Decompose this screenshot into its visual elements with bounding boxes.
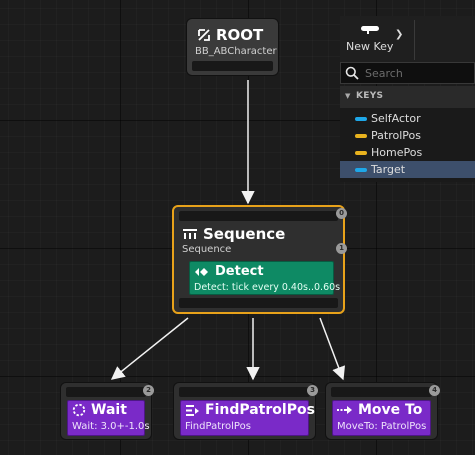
findpatrolpos-order-badge: 3 — [307, 385, 318, 396]
blueprint-task-icon — [186, 404, 199, 416]
key-name: SelfActor — [371, 112, 421, 125]
root-node[interactable]: ROOT BB_ABCharacter — [186, 18, 279, 76]
wire-sequence-wait — [110, 317, 189, 380]
key-row-patrolpos[interactable]: PatrolPos — [340, 127, 475, 144]
key-name: PatrolPos — [371, 129, 421, 142]
wait-title-row: Wait — [72, 402, 127, 418]
sequence-output-pin[interactable] — [179, 298, 338, 308]
sequence-title-row: Sequence — [182, 225, 285, 243]
wait-order-badge: 2 — [143, 385, 154, 396]
key-name: Target — [371, 163, 406, 176]
collapse-arrow-icon[interactable]: ▼ — [345, 92, 351, 100]
key-name: HomePos — [371, 146, 423, 159]
root-subtitle: BB_ABCharacter — [195, 46, 277, 57]
root-title-row: ROOT — [197, 26, 263, 44]
detect-description: Detect: tick every 0.40s..0.60s — [194, 282, 341, 293]
findpatrolpos-task-body: FindPatrolPos FindPatrolPos — [180, 400, 315, 436]
object-key-type-icon — [355, 168, 367, 172]
detect-title: Detect — [215, 264, 264, 279]
key-row-target[interactable]: Target — [340, 161, 475, 178]
move-arrow-icon — [337, 406, 352, 414]
wait-icon — [72, 403, 86, 417]
sequence-order-badge: 0 — [336, 208, 347, 219]
vector-key-type-icon — [355, 134, 367, 138]
blackboard-toolbar: New Key ❯ — [340, 16, 475, 62]
moveto-description: MoveTo: PatrolPos — [337, 421, 427, 432]
wait-task-body: Wait Wait: 3.0+-1.0s — [67, 400, 150, 436]
new-key-icon — [361, 26, 379, 34]
moveto-order-badge: 4 — [429, 385, 440, 396]
wait-input-pin[interactable] — [66, 387, 146, 397]
search-box[interactable] — [340, 62, 475, 84]
wire-sequence-moveto — [319, 317, 346, 381]
findpatrolpos-title-row: FindPatrolPos — [185, 402, 315, 418]
wait-description: Wait: 3.0+-1.0s — [72, 421, 150, 432]
vector-key-type-icon — [355, 151, 367, 155]
detect-service[interactable]: Detect Detect: tick every 0.40s..0.60s — [189, 261, 340, 295]
keys-header-label: KEYS — [356, 91, 384, 101]
wait-title: Wait — [91, 402, 127, 418]
toolbar-divider — [414, 20, 415, 60]
findpatrolpos-task-node[interactable]: 3 FindPatrolPos FindPatrolPos — [173, 382, 318, 440]
new-key-label: New Key — [346, 40, 394, 53]
service-order-badge: 1 — [336, 243, 347, 254]
root-output-pin[interactable] — [192, 61, 273, 71]
sequence-icon — [183, 229, 197, 239]
object-key-type-icon — [355, 117, 367, 121]
moveto-input-pin[interactable] — [331, 387, 432, 397]
search-icon — [345, 66, 359, 80]
keys-category-header[interactable]: ▼ KEYS — [340, 86, 475, 108]
findpatrolpos-title: FindPatrolPos — [205, 402, 315, 418]
sequence-title: Sequence — [203, 225, 286, 243]
new-key-button[interactable]: New Key ❯ — [340, 16, 412, 62]
moveto-title: Move To — [358, 402, 423, 418]
findpatrolpos-input-pin[interactable] — [179, 387, 310, 397]
sequence-subtitle: Sequence — [182, 244, 232, 255]
key-row-homepos[interactable]: HomePos — [340, 144, 475, 161]
detect-title-row: Detect — [194, 264, 264, 279]
search-input[interactable] — [365, 65, 470, 81]
key-row-selfactor[interactable]: SelfActor — [340, 110, 475, 127]
root-title: ROOT — [216, 26, 264, 44]
root-icon — [198, 29, 210, 41]
moveto-title-row: Move To — [337, 402, 422, 418]
sequence-node[interactable]: 0 1 Sequence Sequence Detect Detect: tic… — [172, 205, 347, 314]
moveto-task-node[interactable]: 4 Move To MoveTo: PatrolPos — [325, 382, 440, 440]
chevron-down-icon[interactable]: ❯ — [395, 29, 404, 40]
findpatrolpos-description: FindPatrolPos — [185, 421, 251, 432]
moveto-task-body: Move To MoveTo: PatrolPos — [332, 400, 431, 436]
sequence-input-pin[interactable] — [179, 211, 338, 221]
service-icon — [195, 267, 208, 276]
blackboard-keys-panel: ▼ KEYS SelfActor PatrolPos HomePos Targe… — [340, 86, 475, 182]
wait-task-node[interactable]: 2 Wait Wait: 3.0+-1.0s — [60, 382, 154, 440]
